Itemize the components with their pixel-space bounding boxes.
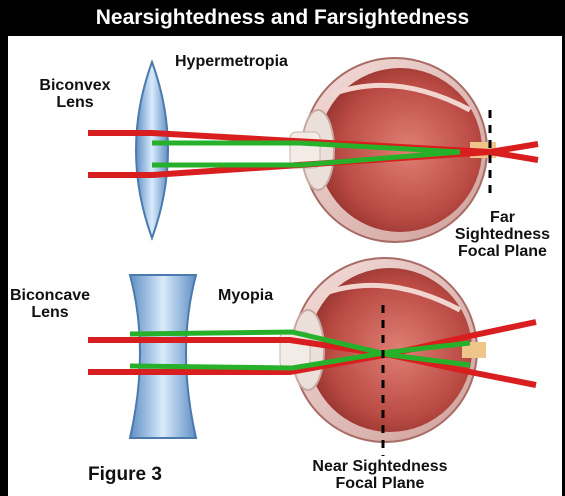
far-focal-plane-line3: Focal Plane	[440, 243, 565, 260]
near-focal-plane-line2: Focal Plane	[290, 475, 470, 492]
far-focal-plane-line1: Far	[440, 209, 565, 226]
biconvex-lens	[136, 62, 168, 238]
biconcave-lens-label: Biconcave Lens	[10, 287, 90, 321]
figure-caption: Figure 3	[88, 464, 162, 486]
page-title: Nearsightedness and Farsightedness	[0, 6, 565, 30]
biconcave-lens-label-line1: Biconcave	[10, 287, 90, 304]
biconvex-lens-label-line1: Biconvex	[38, 77, 112, 94]
biconvex-lens-label-line2: Lens	[38, 94, 112, 111]
myopia-label: Myopia	[218, 287, 273, 305]
biconcave-lens-label-line2: Lens	[10, 304, 90, 321]
near-focal-plane-line1: Near Sightedness	[290, 458, 470, 475]
hypermetropia-label: Hypermetropia	[175, 53, 288, 71]
biconcave-lens	[130, 275, 196, 438]
far-focal-plane-line2: Sightedness	[440, 226, 565, 243]
far-focal-plane-label: Far Sightedness Focal Plane	[440, 209, 565, 260]
near-focal-plane-label: Near Sightedness Focal Plane	[290, 458, 470, 492]
biconvex-lens-label: Biconvex Lens	[38, 77, 112, 111]
